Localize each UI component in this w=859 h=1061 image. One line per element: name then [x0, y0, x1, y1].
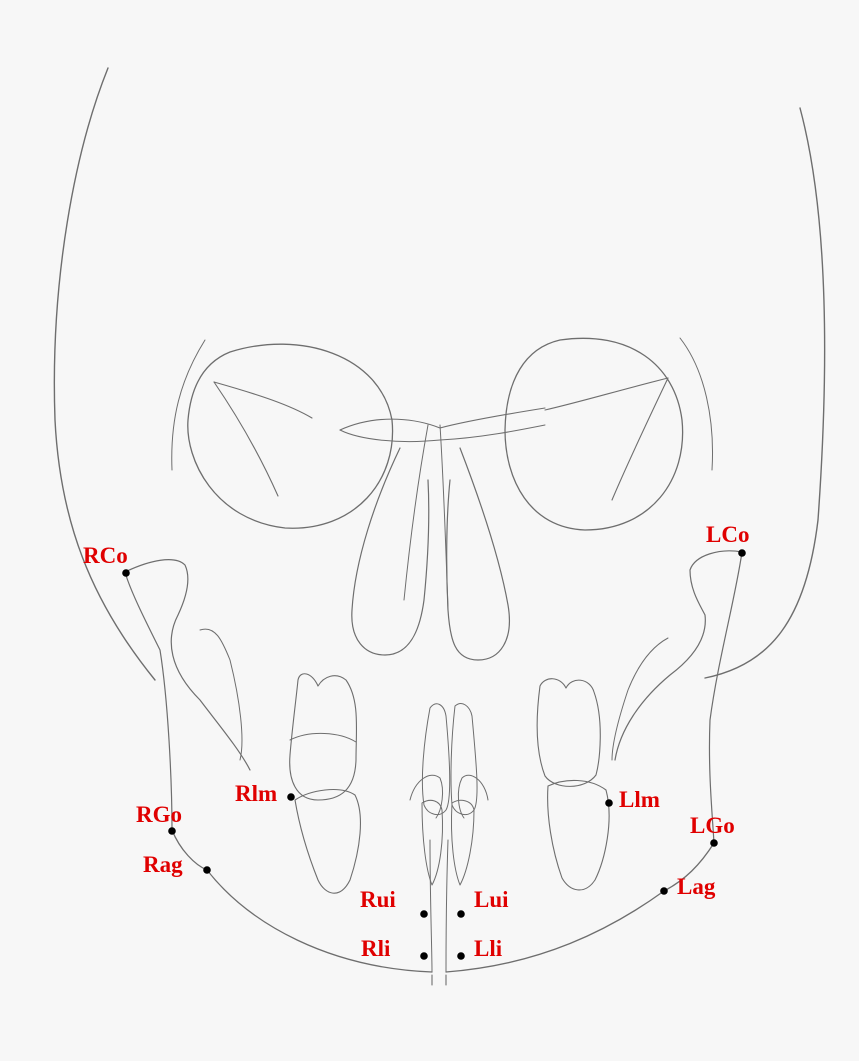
landmark-point-lag: [660, 887, 668, 895]
upper-left-molar: [537, 679, 600, 787]
landmark-point-rli: [420, 952, 428, 960]
label-lgo: LGo: [690, 814, 735, 837]
label-rlm: Rlm: [235, 782, 277, 805]
lower-left-molar: [548, 780, 609, 890]
landmark-point-lui: [457, 910, 465, 918]
landmark-point-lgo: [710, 839, 718, 847]
lower-right-incisor: [422, 800, 443, 885]
landmark-point-rag: [203, 866, 211, 874]
landmark-point-rlm: [287, 793, 295, 801]
landmark-point-llm: [605, 799, 613, 807]
label-rli: Rli: [361, 937, 390, 960]
label-lui: Lui: [474, 888, 509, 911]
upper-right-molar: [290, 674, 357, 800]
label-lli: Lli: [474, 937, 502, 960]
label-llm: Llm: [619, 788, 660, 811]
landmark-point-rui: [420, 910, 428, 918]
label-lag: Lag: [677, 875, 715, 898]
cranium-right-outline: [705, 108, 825, 678]
cranium-left-outline: [54, 68, 155, 680]
landmark-point-rgo: [168, 827, 176, 835]
nasal-aperture: [352, 448, 429, 655]
lower-right-molar: [295, 790, 360, 894]
landmark-point-rco: [122, 569, 130, 577]
label-lco: LCo: [706, 523, 749, 546]
label-rui: Rui: [360, 888, 396, 911]
left-condyle: [615, 551, 742, 760]
right-orbit: [188, 344, 393, 528]
label-rco: RCo: [83, 544, 128, 567]
left-orbit: [505, 338, 683, 530]
upper-right-incisor: [422, 704, 449, 815]
upper-left-incisor: [451, 704, 477, 815]
label-rgo: RGo: [136, 803, 182, 826]
landmark-point-lli: [457, 952, 465, 960]
landmark-point-lco: [738, 549, 746, 557]
label-rag: Rag: [143, 853, 183, 876]
